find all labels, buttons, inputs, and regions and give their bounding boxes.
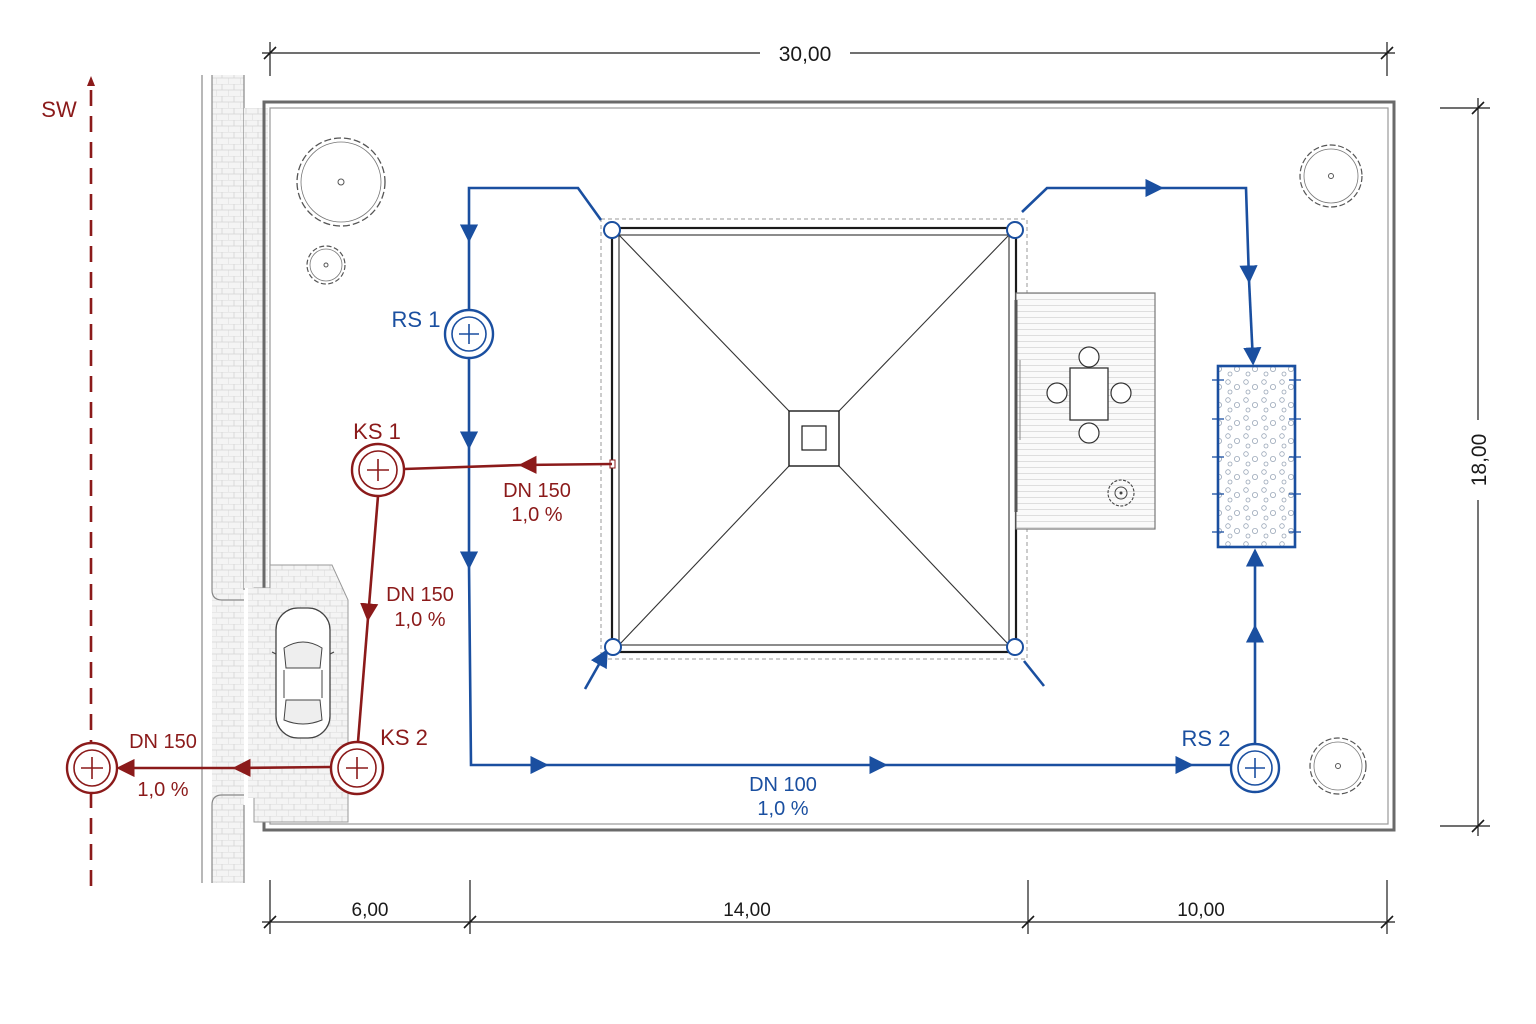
tree-icon (306, 245, 346, 285)
shaft-rs1[interactable] (443, 308, 495, 360)
pipe-house-ks1-dn: DN 150 (503, 480, 571, 502)
tree-icon (1299, 144, 1363, 208)
dimension-top (262, 42, 1395, 76)
shaft-rs2[interactable] (1229, 742, 1281, 794)
street-sewer-label: SW (41, 97, 77, 122)
pipe-ks2-sw-dn: DN 150 (129, 731, 197, 753)
ks2-label: KS 2 (380, 725, 428, 750)
dimension-right (1440, 98, 1490, 836)
flower-icon (1107, 479, 1135, 507)
downpipe-icon (603, 221, 1024, 656)
car-icon (271, 607, 335, 739)
dimension-bottom (262, 880, 1395, 934)
pipe-rain-slope: 1,0 % (757, 798, 808, 820)
dim-bottom-middle: 14,00 (723, 900, 771, 921)
ks1-label: KS 1 (353, 419, 401, 444)
house-roof (600, 218, 1028, 660)
patio-table-icon (1046, 346, 1132, 444)
dim-bottom-left: 6,00 (352, 900, 389, 921)
shaft-ks2[interactable] (329, 740, 385, 796)
dim-bottom-right: 10,00 (1177, 900, 1225, 921)
pipe-rain-dn: DN 100 (749, 774, 817, 796)
pipe-ks1-ks2-dn: DN 150 (386, 584, 454, 606)
pipe-ks1-ks2-slope: 1,0 % (394, 609, 445, 631)
tree-icon (1309, 737, 1367, 795)
tree-icon (296, 137, 386, 227)
street-sewer: SW (41, 76, 95, 890)
pipe-house-ks1-slope: 1,0 % (511, 504, 562, 526)
pipe-ks2-sw-slope: 1,0 % (137, 779, 188, 801)
dim-right-total: 18,00 (1468, 434, 1491, 487)
sewage-pipes (116, 455, 613, 778)
dim-top-total: 30,00 (779, 43, 832, 66)
rs2-label: RS 2 (1182, 726, 1231, 751)
rs1-label: RS 1 (392, 307, 441, 332)
shaft-public-sewer[interactable] (65, 741, 119, 795)
rainwater-pipes (459, 178, 1265, 775)
shaft-ks1[interactable] (350, 442, 406, 498)
infiltration-trench-icon (1212, 364, 1301, 549)
